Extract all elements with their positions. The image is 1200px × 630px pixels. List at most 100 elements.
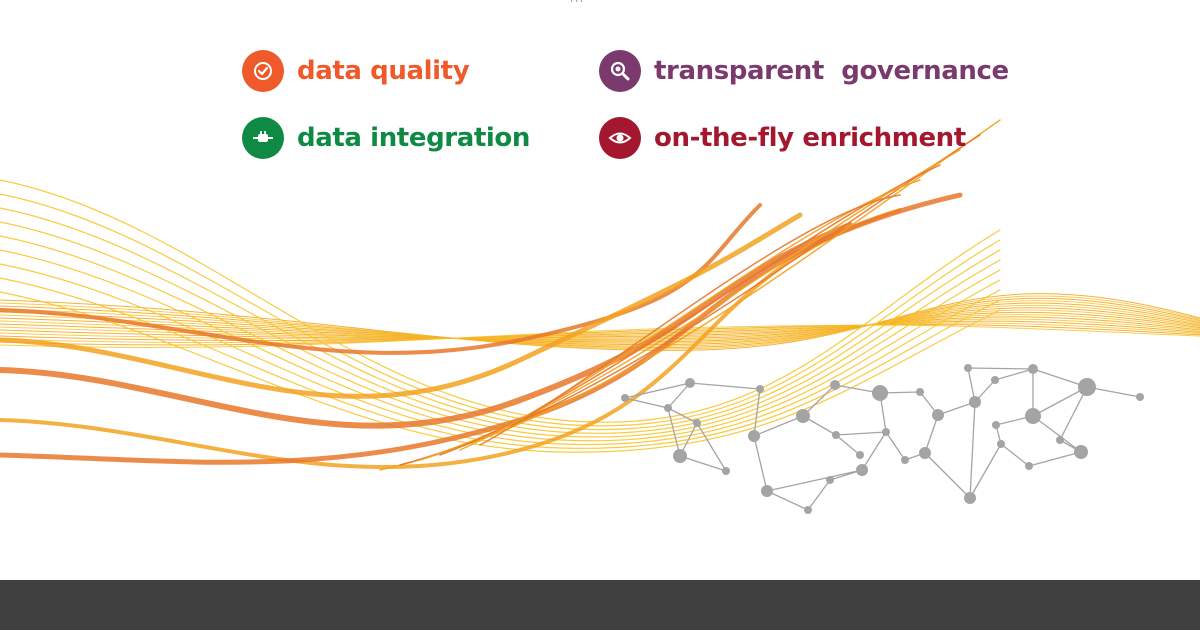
network-edge xyxy=(667,382,691,409)
network-node xyxy=(756,385,764,393)
network-edge xyxy=(1000,443,1030,467)
network-edge xyxy=(861,431,887,471)
network-node xyxy=(796,409,810,423)
flowing-data-waves xyxy=(0,119,1200,471)
network-edge xyxy=(1032,386,1088,417)
network-node xyxy=(804,506,812,514)
network-node xyxy=(997,440,1005,448)
network-node xyxy=(1056,436,1064,444)
network-edge xyxy=(1032,415,1082,453)
network-node xyxy=(872,385,888,401)
wave-line xyxy=(0,300,1200,347)
network-edge xyxy=(753,435,768,492)
wave-line xyxy=(0,193,1001,427)
wave-line xyxy=(0,302,1200,346)
network-node xyxy=(748,430,760,442)
network-edge xyxy=(689,382,761,390)
wave-line xyxy=(0,235,1001,438)
network-edge xyxy=(624,382,691,399)
network-node xyxy=(722,467,730,475)
network-node xyxy=(964,364,972,372)
network-node xyxy=(1074,445,1088,459)
feature-data-integration: data integration xyxy=(242,117,530,159)
wave-line xyxy=(0,323,1200,346)
feature-on-the-fly-enrichment: on-the-fly enrichment xyxy=(599,117,966,159)
wave-ribbon xyxy=(0,222,853,429)
wave-line xyxy=(0,307,1200,343)
network-node xyxy=(882,428,890,436)
wave-line xyxy=(0,295,1200,350)
network-edge xyxy=(994,368,1034,381)
network-edge xyxy=(1032,368,1088,388)
wave-line xyxy=(459,179,921,451)
wave-line xyxy=(0,221,1001,434)
feature-label-on-the-fly-enrichment: on-the-fly enrichment xyxy=(654,123,966,153)
magnifier-icon xyxy=(610,61,630,81)
network-edge xyxy=(1059,386,1088,441)
top-edge-mark xyxy=(570,0,583,3)
network-node xyxy=(916,388,924,396)
network-edge xyxy=(1028,451,1082,467)
network-edge xyxy=(835,434,861,456)
feature-label-data-integration: data integration xyxy=(297,123,530,153)
network-node xyxy=(673,449,687,463)
network-node xyxy=(1025,462,1033,470)
network-edge xyxy=(924,452,971,499)
network-node xyxy=(664,404,672,412)
network-edge xyxy=(885,431,906,461)
network-edge xyxy=(937,401,976,416)
badge-data-quality xyxy=(242,50,284,92)
badge-on-the-fly-enrichment xyxy=(599,117,641,159)
network-edge xyxy=(766,469,863,492)
network-node xyxy=(830,380,840,390)
feature-label-transparent-governance: transparent governance xyxy=(654,56,1009,86)
wave-ribbon xyxy=(0,212,803,399)
wave-line xyxy=(0,249,1001,442)
network-graph xyxy=(621,364,1144,514)
network-node xyxy=(685,378,695,388)
footer-bar xyxy=(0,580,1200,630)
network-edge xyxy=(969,401,976,499)
wave-ribbon xyxy=(0,203,762,355)
network-edge xyxy=(679,455,727,472)
network-node xyxy=(969,396,981,408)
network-node xyxy=(1136,393,1144,401)
wave-line xyxy=(399,134,981,466)
network-edge xyxy=(667,407,681,457)
network-edge xyxy=(696,422,727,472)
network-node xyxy=(826,476,834,484)
eye-icon xyxy=(608,132,632,144)
wave-line xyxy=(0,207,1001,431)
network-edge xyxy=(667,407,698,424)
wave-line xyxy=(0,293,1200,351)
wave-ribbon xyxy=(0,208,902,470)
network-node xyxy=(1078,378,1096,396)
wave-line xyxy=(0,179,1001,423)
wave-line xyxy=(0,304,1200,344)
network-node xyxy=(856,451,864,459)
network-node xyxy=(621,394,629,402)
wave-line xyxy=(0,291,1001,453)
network-edge xyxy=(967,367,1034,370)
wave-line xyxy=(0,263,1001,446)
badge-transparent-governance xyxy=(599,50,641,92)
feature-transparent-governance: transparent governance xyxy=(599,50,1009,92)
network-edge xyxy=(753,415,804,437)
network-edge xyxy=(802,384,836,417)
network-node xyxy=(991,376,999,384)
network-edge xyxy=(807,479,831,511)
network-node xyxy=(992,421,1000,429)
network-edge xyxy=(766,490,809,511)
badge-data-integration xyxy=(242,117,284,159)
network-node xyxy=(832,431,840,439)
feature-data-quality: data quality xyxy=(242,50,470,92)
network-node xyxy=(761,485,773,497)
network-edge xyxy=(624,397,669,409)
network-node xyxy=(932,409,944,421)
network-node xyxy=(964,492,976,504)
network-node xyxy=(1028,364,1038,374)
check-circle-icon xyxy=(254,62,272,80)
wave-line xyxy=(479,194,901,446)
network-node xyxy=(693,419,701,427)
